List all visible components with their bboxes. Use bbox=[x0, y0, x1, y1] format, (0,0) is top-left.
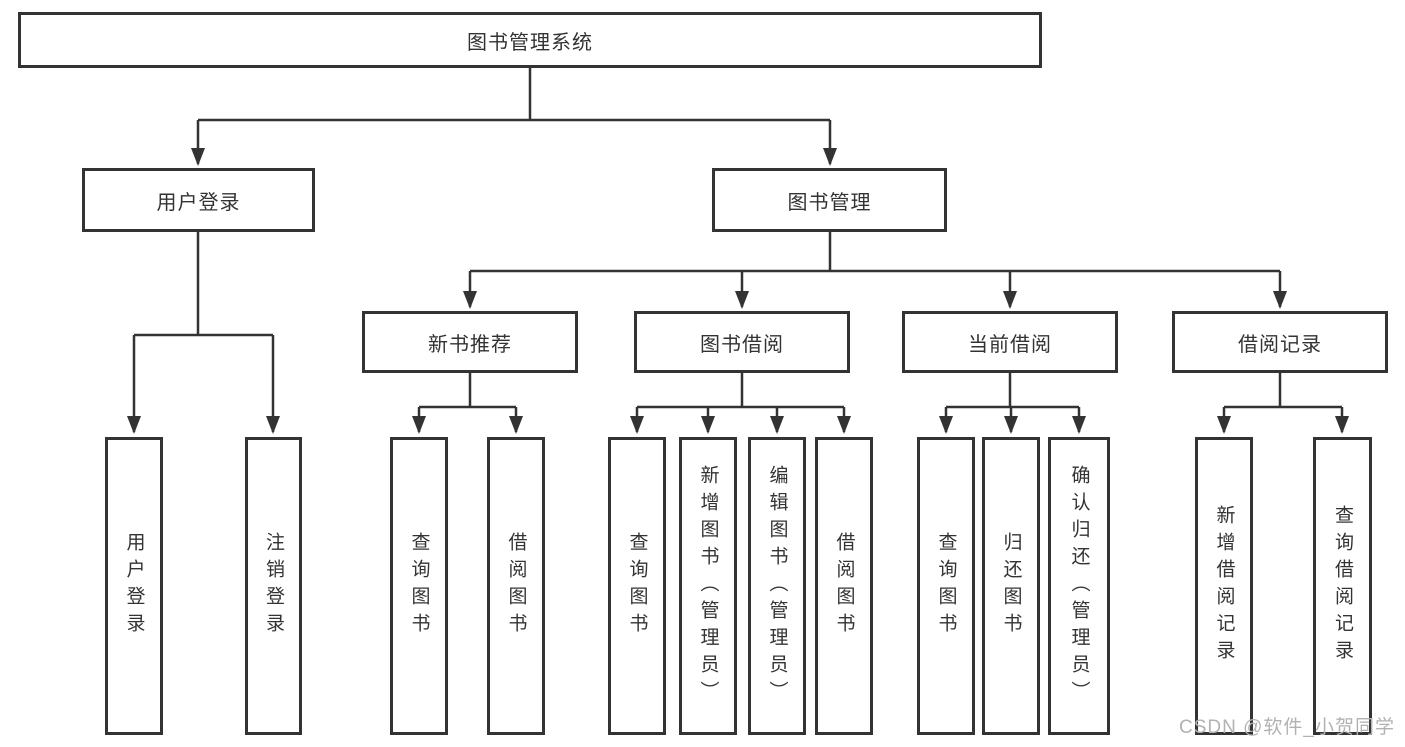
leaf-return-books-label: 归还图书 bbox=[1000, 532, 1022, 640]
leaf-user-login: 用户登录 bbox=[105, 437, 163, 735]
leaf-add-books-admin: 新增图书（管理员） bbox=[679, 437, 737, 735]
leaf-recommend-query-books: 查询图书 bbox=[390, 437, 448, 735]
node-borrow-records: 借阅记录 bbox=[1172, 311, 1388, 373]
csdn-watermark: CSDN @软件_小贺同学 bbox=[1179, 717, 1395, 738]
leaf-recommend-query-books-label: 查询图书 bbox=[408, 532, 430, 640]
leaf-logout-label: 注销登录 bbox=[263, 532, 284, 640]
leaf-add-borrow-record-label: 新增借阅记录 bbox=[1213, 505, 1235, 667]
leaf-query-borrow-record: 查询借阅记录 bbox=[1313, 437, 1372, 735]
leaf-confirm-return-admin-label: 确认归还（管理员） bbox=[1068, 464, 1090, 708]
leaf-return-books: 归还图书 bbox=[982, 437, 1040, 735]
leaf-recommend-borrow-books-label: 借阅图书 bbox=[505, 532, 527, 640]
leaf-current-query-books-label: 查询图书 bbox=[935, 532, 957, 640]
node-library-system-label: 图书管理系统 bbox=[467, 31, 593, 54]
leaf-add-borrow-record: 新增借阅记录 bbox=[1195, 437, 1253, 735]
leaf-borrow-books: 借阅图书 bbox=[815, 437, 873, 735]
leaf-confirm-return-admin: 确认归还（管理员） bbox=[1048, 437, 1110, 735]
node-new-book-recommend-label: 新书推荐 bbox=[428, 333, 512, 356]
node-book-management: 图书管理 bbox=[712, 168, 947, 232]
leaf-borrow-query-books: 查询图书 bbox=[608, 437, 666, 735]
leaf-edit-books-admin: 编辑图书（管理员） bbox=[748, 437, 806, 735]
node-book-management-label: 图书管理 bbox=[787, 191, 872, 214]
node-book-borrow: 图书借阅 bbox=[634, 311, 850, 373]
leaf-recommend-borrow-books: 借阅图书 bbox=[487, 437, 545, 735]
node-library-system: 图书管理系统 bbox=[18, 12, 1042, 68]
leaf-edit-books-admin-label: 编辑图书（管理员） bbox=[766, 464, 788, 708]
node-user-login: 用户登录 bbox=[82, 168, 315, 232]
node-book-borrow-label: 图书借阅 bbox=[700, 333, 784, 356]
leaf-borrow-query-books-label: 查询图书 bbox=[626, 532, 648, 640]
node-current-borrow: 当前借阅 bbox=[902, 311, 1118, 373]
node-current-borrow-label: 当前借阅 bbox=[968, 333, 1052, 356]
leaf-current-query-books: 查询图书 bbox=[917, 437, 975, 735]
leaf-user-login-label: 用户登录 bbox=[123, 532, 145, 640]
leaf-query-borrow-record-label: 查询借阅记录 bbox=[1332, 505, 1353, 667]
node-new-book-recommend: 新书推荐 bbox=[362, 311, 578, 373]
node-borrow-records-label: 借阅记录 bbox=[1238, 333, 1322, 356]
leaf-logout: 注销登录 bbox=[245, 437, 302, 735]
leaf-add-books-admin-label: 新增图书（管理员） bbox=[697, 464, 719, 708]
leaf-borrow-books-label: 借阅图书 bbox=[833, 532, 855, 640]
node-user-login-label: 用户登录 bbox=[156, 191, 241, 214]
